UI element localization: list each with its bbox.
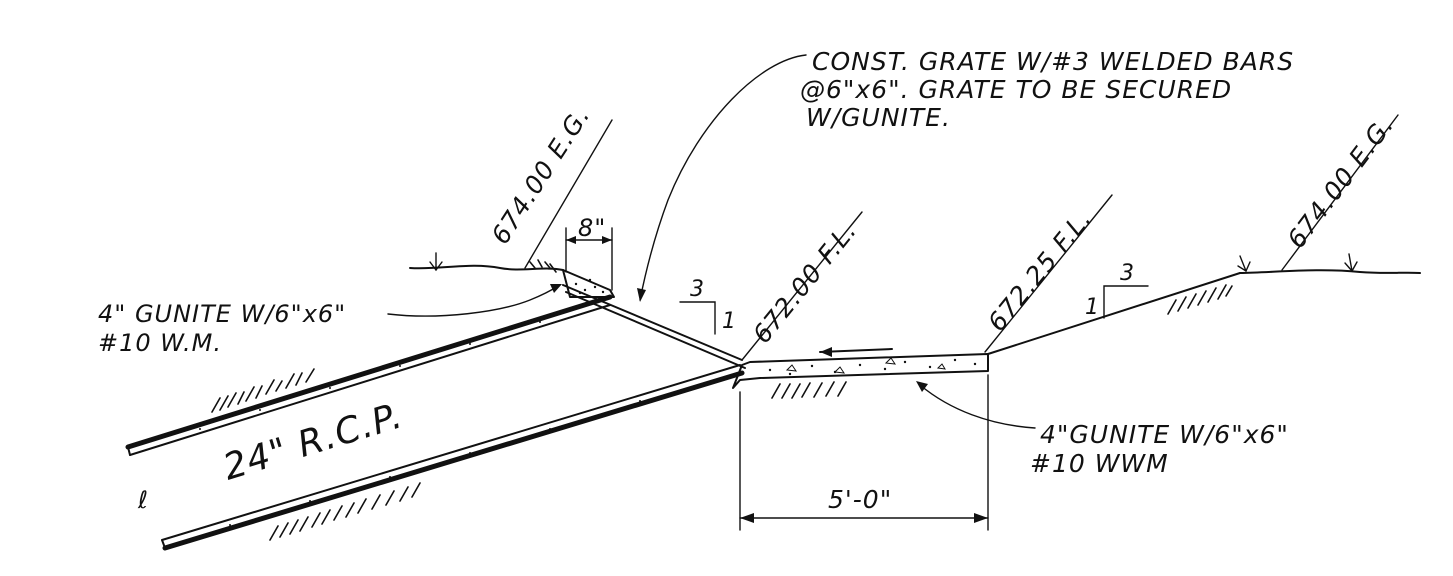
soil-hatch-pipe-top	[211, 368, 315, 413]
label-eg-right: 674.00 E.G.	[1282, 110, 1400, 253]
dimension-5ft	[739, 374, 989, 531]
flow-arrow	[819, 347, 893, 357]
slope-right	[987, 272, 1241, 355]
label-dim-8in: 8"	[578, 214, 606, 242]
dimension-8in	[565, 227, 613, 291]
label-fl-left: 672.00 F.L.	[747, 216, 862, 349]
ground-arrow-left	[429, 252, 443, 272]
gunite-left-leader	[387, 284, 562, 317]
grate-note-leader	[637, 54, 807, 302]
soil-hatch-collar	[529, 259, 557, 273]
leader-fl-right	[984, 194, 1113, 353]
slope-indicator-right	[1103, 285, 1149, 319]
grate-note-line-1: CONST. GRATE W/#3 WELDED BARS	[812, 47, 1294, 76]
slope-left-run: 3	[690, 277, 705, 302]
pipe-wall-dots	[199, 321, 641, 526]
label-centerline: ℓ	[137, 486, 149, 514]
slab-aggregate	[768, 357, 977, 376]
soil-hatch-pipe-bottom	[269, 482, 421, 541]
grate-note-line-2: @6"x6". GRATE TO BE SECURED	[800, 75, 1232, 104]
leader-eg-right	[1281, 114, 1399, 271]
slope-right-rise: 1	[1085, 295, 1100, 320]
pipe-24-rcp	[125, 294, 745, 551]
label-dim-5ft: 5'-0"	[828, 485, 892, 514]
gunite-channel-slab	[732, 353, 989, 389]
gunite-left-line-1: 4" GUNITE W/6"x6"	[98, 300, 346, 328]
slope-right-run: 3	[1120, 261, 1135, 286]
soil-hatch-slope	[1167, 284, 1233, 315]
existing-ground-right	[1239, 269, 1421, 274]
gunite-right-leader	[916, 381, 1036, 429]
gunite-right-line-1: 4"GUNITE W/6"x6"	[1040, 420, 1289, 449]
slope-indicator-left	[679, 301, 716, 335]
gunite-right-line-2: #10 WWM	[1030, 449, 1169, 478]
slope-left-rise: 1	[722, 309, 737, 334]
label-fl-right: 672.25 F.L.	[982, 204, 1097, 337]
leader-fl-left	[741, 211, 863, 361]
ground-arrow-slope-top	[1237, 255, 1251, 273]
gunite-left-line-2: #10 W.M.	[98, 329, 222, 357]
soil-hatch-slab	[771, 381, 847, 399]
leader-eg-left	[524, 119, 613, 269]
ground-arrow-right	[1344, 253, 1358, 273]
grate	[562, 284, 746, 369]
grate-note-line-3: W/GUNITE.	[806, 103, 951, 132]
